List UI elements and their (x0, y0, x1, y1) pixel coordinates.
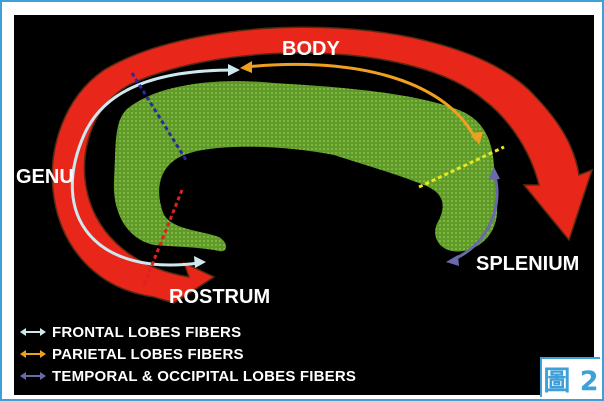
label-rostrum: ROSTRUM (169, 286, 270, 308)
legend-item-frontal: FRONTAL LOBES FIBERS (20, 321, 356, 343)
double-arrow-icon (20, 349, 46, 359)
legend-item-parietal: PARIETAL LOBES FIBERS (20, 343, 356, 365)
temporal-arrowhead-bottom (446, 255, 459, 266)
double-arrow-icon (20, 371, 46, 381)
legend-label: FRONTAL LOBES FIBERS (52, 324, 241, 341)
label-genu: GENU (16, 166, 74, 188)
legend-label: TEMPORAL & OCCIPITAL LOBES FIBERS (52, 368, 356, 385)
parietal-arrowhead-left (240, 61, 252, 73)
legend: FRONTAL LOBES FIBERS PARIETAL LOBES FIBE… (20, 321, 356, 387)
corpus-callosum-shape (114, 81, 497, 251)
diagram-panel: BODY GENU ROSTRUM SPLENIUM FRONTAL LOBES… (14, 15, 594, 395)
frontal-arrowhead-top (228, 64, 240, 76)
double-arrow-icon (20, 327, 46, 337)
label-body: BODY (282, 38, 340, 60)
label-splenium: SPLENIUM (476, 253, 579, 275)
legend-item-temporal: TEMPORAL & OCCIPITAL LOBES FIBERS (20, 365, 356, 387)
legend-label: PARIETAL LOBES FIBERS (52, 346, 244, 363)
figure-number-badge: 圖 2 (540, 357, 600, 397)
frontal-arrowhead-bottom (194, 256, 206, 268)
